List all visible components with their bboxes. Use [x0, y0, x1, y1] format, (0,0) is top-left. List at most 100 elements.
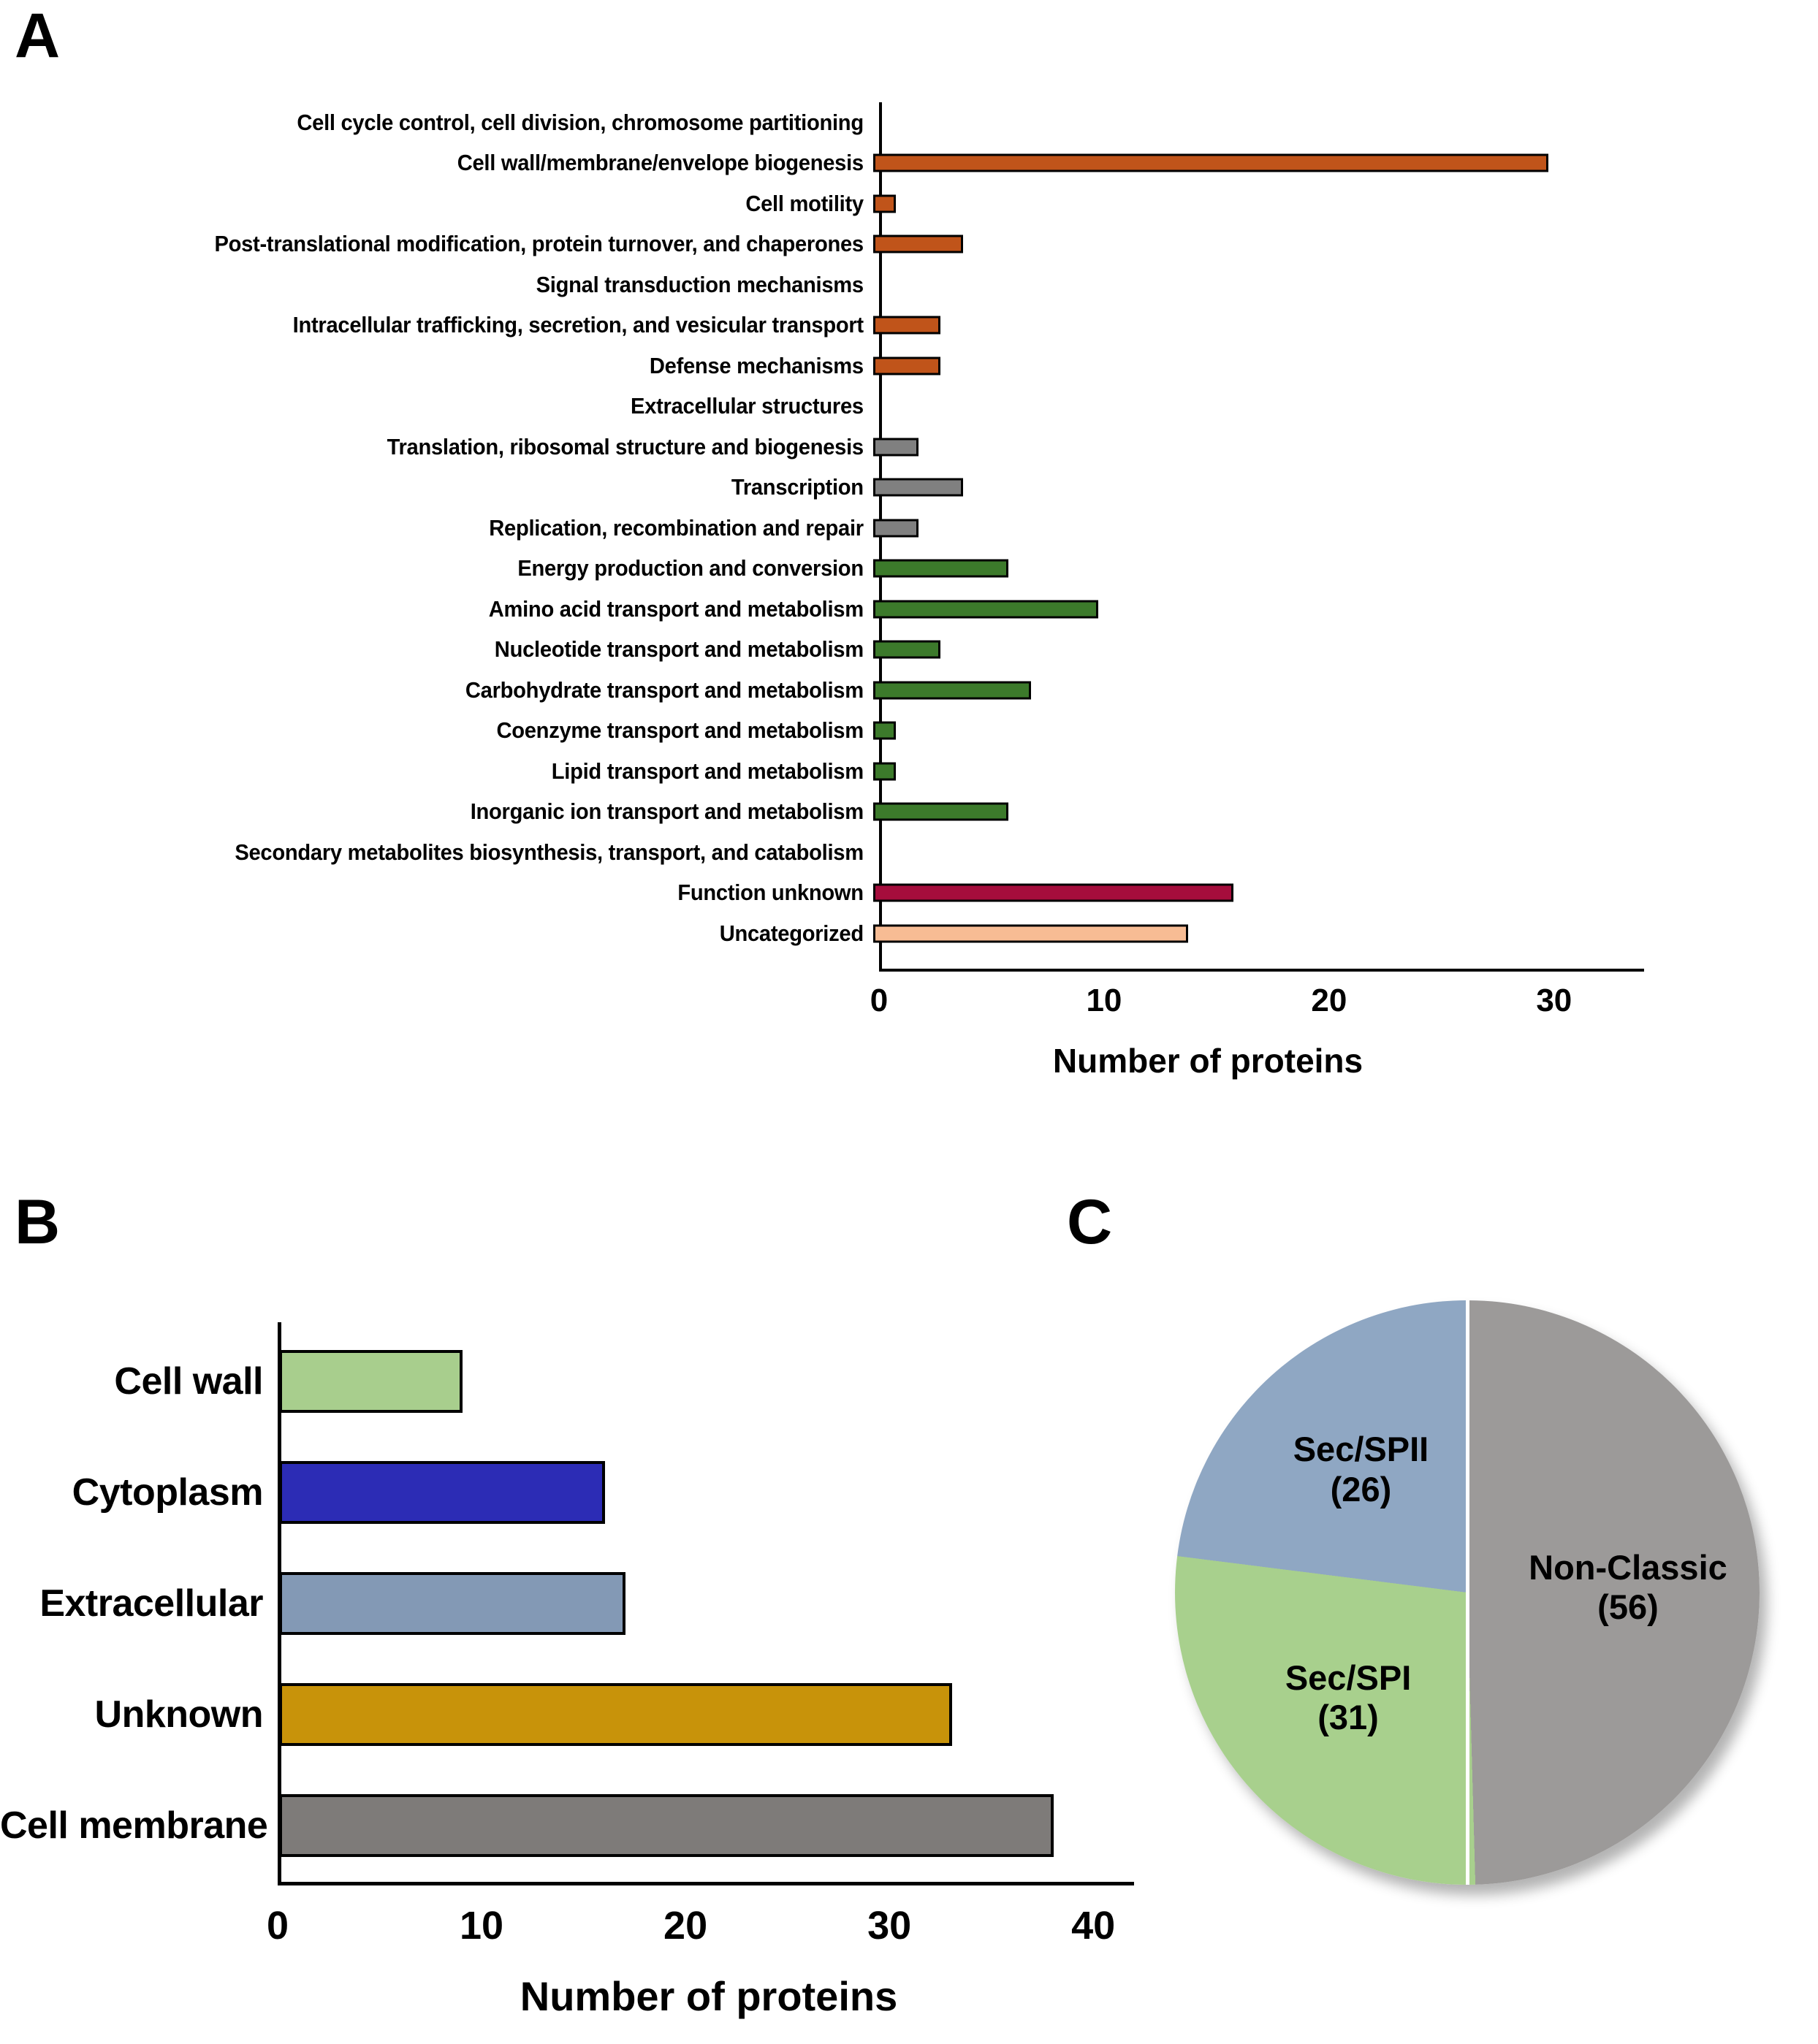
panel-a-x-tick-labels: 0 10 20 30 — [870, 983, 1818, 1026]
pie-slice-name: Sec/SPII — [1293, 1430, 1429, 1469]
panel-a-bar-row: Lipid transport and metabolism — [0, 751, 1739, 792]
pie-slice-count: (56) — [1597, 1587, 1659, 1627]
panel-b-x-tick: 40 — [1071, 1904, 1116, 1948]
pie-slice-name: Sec/SPI — [1285, 1658, 1412, 1697]
panel-a-bar — [873, 883, 1233, 902]
panel-a-bar-row: Carbohydrate transport and metabolism — [0, 670, 1739, 711]
panel-a-bar-track — [873, 386, 1739, 427]
panel-a-x-tick: 30 — [1536, 983, 1572, 1018]
pie-slice-count: (31) — [1317, 1698, 1379, 1737]
panel-a-bar-track — [873, 792, 1739, 833]
panel-a-letter: A — [15, 1, 61, 71]
panel-a-bar-row: Defense mechanisms — [0, 346, 1739, 386]
panel-a-category-label: Defense mechanisms — [649, 352, 864, 378]
panel-a-bar-row: Nucleotide transport and metabolism — [0, 630, 1739, 671]
panel-a-category-label: Translation, ribosomal structure and bio… — [387, 433, 864, 459]
panel-b-bar-row: Extracellular — [0, 1548, 1096, 1659]
panel-a-category-label: Intracellular trafficking, secretion, an… — [292, 312, 864, 338]
panel-a-category-label: Secondary metabolites biosynthesis, tran… — [235, 839, 864, 865]
panel-a-bar-track — [873, 346, 1739, 386]
panel-b-bar-track — [279, 1548, 1096, 1659]
panel-a-bar-row: Signal transduction mechanisms — [0, 264, 1739, 305]
panel-a-bar-track — [873, 913, 1739, 954]
panel-b-category-label: Unknown — [94, 1693, 264, 1736]
panel-a-bar — [873, 802, 1008, 821]
panel-a-bar — [873, 721, 896, 740]
panel-a-bar — [873, 640, 941, 659]
panel-b-category-label: Extracellular — [39, 1582, 263, 1625]
panel-a-bar-track — [873, 589, 1739, 630]
panel-a-bar-row: Extracellular structures — [0, 386, 1739, 427]
panel-b-bar — [279, 1461, 606, 1524]
panel-a-bar — [873, 681, 1031, 700]
panel-a-bar — [873, 600, 1098, 619]
panel-a-bar-track — [873, 549, 1739, 590]
panel-b-letter: B — [15, 1187, 61, 1257]
panel-a-bar-track — [873, 143, 1739, 184]
panel-a-category-label: Replication, recombination and repair — [489, 514, 864, 541]
panel-a-category-label: Uncategorized — [719, 920, 864, 946]
panel-a-bar-track — [873, 670, 1739, 711]
panel-a-category-label: Lipid transport and metabolism — [551, 758, 864, 784]
panel-b-bar-row: Cell wall — [0, 1326, 1096, 1437]
panel-a-bar-row: Function unknown — [0, 873, 1739, 914]
pie-slice-name: Non-Classic — [1529, 1547, 1727, 1587]
panel-b-x-axis-title: Number of proteins — [520, 1973, 898, 2019]
panel-a-bar-track — [873, 711, 1739, 752]
panel-b-bar — [279, 1794, 1054, 1857]
panel-a-bar-row: Post-translational modification, protein… — [0, 224, 1739, 265]
panel-a-category-label: Carbohydrate transport and metabolism — [465, 676, 864, 703]
panel-b-bar-track — [279, 1659, 1096, 1770]
panel-a-bar-track — [873, 751, 1739, 792]
panel-a-bar-track — [873, 264, 1739, 305]
panel-a-bar — [873, 559, 1008, 578]
panel-a-bar — [873, 356, 941, 375]
pie-chart-wrapper: Non-Classic(56) Sec/SPI(31) Sec/SPII(26) — [1146, 1271, 1789, 1914]
panel-b-category-label: Cell membrane — [0, 1804, 268, 1847]
panel-a-bar — [873, 153, 1548, 172]
panel-a-category-label: Cell wall/membrane/envelope biogenesis — [457, 150, 864, 176]
panel-b-x-tick: 10 — [460, 1904, 504, 1948]
panel-b-category-label: Cell wall — [114, 1360, 263, 1403]
panel-a-bar — [873, 519, 918, 538]
pie-slice-label: Non-Classic(56) — [1504, 1548, 1752, 1628]
panel-a-bar-track — [873, 224, 1739, 265]
panel-b-x-tick: 20 — [663, 1904, 708, 1948]
panel-a-x-tick: 10 — [1086, 983, 1122, 1018]
panel-a-bar-row: Cell motility — [0, 183, 1739, 224]
panel-a-bar-row: Coenzyme transport and metabolism — [0, 711, 1739, 752]
panel-a-bar-row: Cell cycle control, cell division, chrom… — [0, 102, 1739, 143]
panel-b-bar-track — [279, 1770, 1096, 1881]
panel-a-x-axis-line — [879, 969, 1644, 972]
panel-a-bar — [873, 438, 918, 457]
panel-a-bar-track — [873, 427, 1739, 468]
panel-a-x-tick: 0 — [870, 983, 889, 1018]
panel-b-bar-row: Cell membrane — [0, 1770, 1096, 1881]
panel-a-bar-track — [873, 468, 1739, 508]
panel-a-category-label: Nucleotide transport and metabolism — [494, 636, 864, 663]
panel-a-category-label: Inorganic ion transport and metabolism — [470, 798, 864, 825]
pie-slice-label: Sec/SPI(31) — [1224, 1658, 1472, 1738]
panel-b-bar-track — [279, 1437, 1096, 1548]
panel-a-bar-row: Energy production and conversion — [0, 549, 1739, 590]
panel-b-bar — [279, 1572, 626, 1635]
panel-a-category-label: Post-translational modification, protein… — [214, 231, 864, 257]
pie-slice-count: (26) — [1330, 1469, 1392, 1509]
panel-b-bar-track — [279, 1326, 1096, 1437]
panel-a-bar — [873, 194, 896, 213]
panel-c-secretion-pathways: C Non-Classic(56)Sec/SPI(31)Sec/SPII(26) — [1052, 1191, 1818, 2044]
panel-c-letter: C — [1067, 1187, 1113, 1257]
panel-a-category-label: Function unknown — [677, 880, 864, 906]
panel-b-x-tick: 0 — [266, 1904, 289, 1948]
panel-a-bar — [873, 478, 964, 497]
panel-a-category-label: Signal transduction mechanisms — [536, 271, 864, 297]
panel-a-bar-track — [873, 102, 1739, 143]
panel-a-category-label: Amino acid transport and metabolism — [488, 595, 864, 622]
panel-a-bar — [873, 924, 1189, 943]
panel-a-x-tick: 20 — [1311, 983, 1347, 1018]
pie-slice-divider — [1466, 1300, 1469, 1885]
panel-a-plot-area: Cell cycle control, cell division, chrom… — [0, 102, 1739, 964]
